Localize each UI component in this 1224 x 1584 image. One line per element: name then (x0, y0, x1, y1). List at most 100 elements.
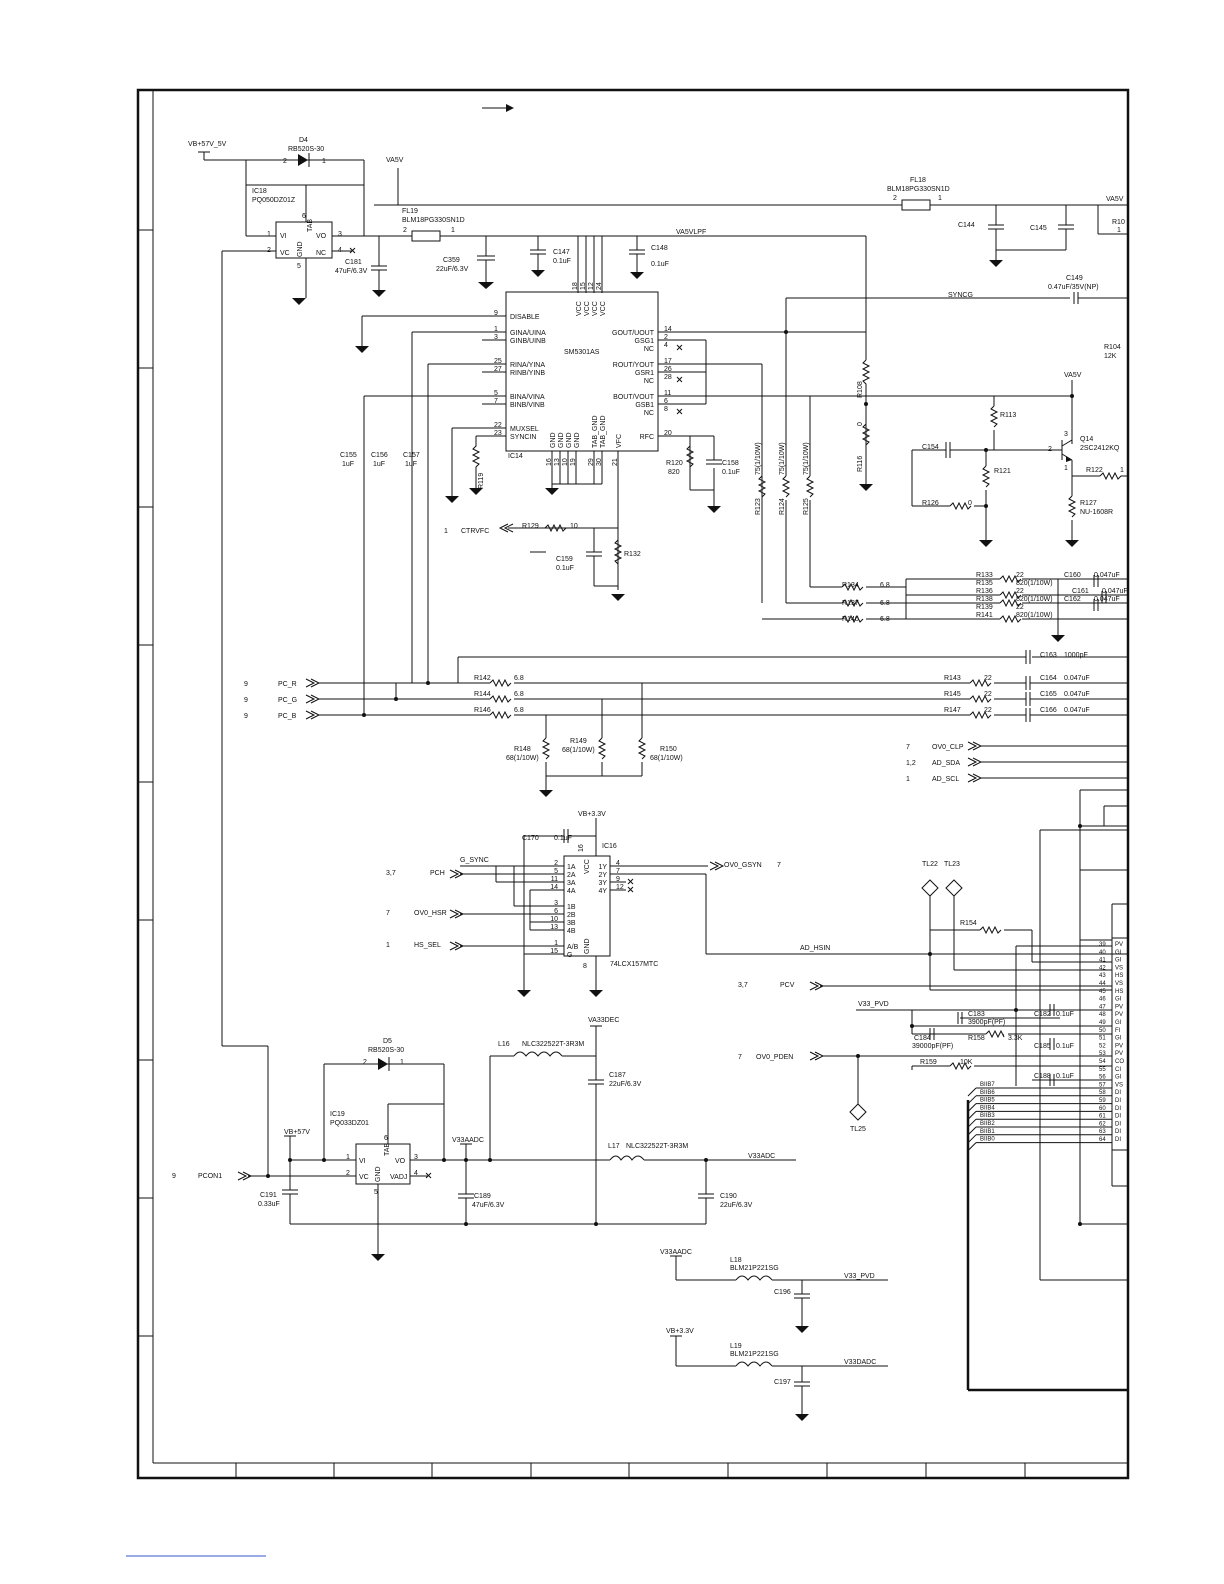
ic19-label: IC19 (330, 1111, 345, 1118)
ic18-pin-tab: TAB (307, 219, 314, 232)
ic14-pin-name: NC (644, 410, 654, 417)
c182-label: C182 (1034, 1011, 1051, 1018)
rgb-res-b-label: R141 (976, 612, 993, 619)
rgb-cap-value: 0.047uF (1102, 588, 1128, 595)
pc-res2-label: R145 (944, 691, 961, 698)
c148-label: C148 (651, 245, 668, 252)
rgb-res-a-label: R140 (842, 616, 859, 623)
pc-cap-label: C164 (1040, 675, 1057, 682)
frame (126, 88, 1130, 1557)
ic14-pin-number: 10 (562, 458, 569, 466)
c187-value: 22uF/6.3V (609, 1081, 642, 1088)
net-pcon1: PCON1 (198, 1173, 222, 1180)
ic14-pin-number: 22 (494, 422, 502, 429)
ic14-pin-name: GSB1 (635, 402, 654, 409)
ic14-pin-name: NC (644, 346, 654, 353)
c181-value: 47uF/6.3V (335, 268, 368, 275)
rgb-res-b-value: 820(1/10W) (1016, 596, 1053, 603)
power-5v-section: VB+57V_5V D4 RB520S-30 VA5V IC18 PQ050DZ… (188, 137, 1128, 1175)
d5-label: D5 (383, 1038, 392, 1045)
ic16-pin-number: 11 (551, 876, 558, 883)
ic19-pin-vc: VC (359, 1174, 369, 1181)
ic16-pin-name: 1A (567, 864, 576, 871)
pc-res2-icon (969, 710, 992, 720)
r158-label: R158 (968, 1035, 985, 1042)
c191-value: 0.33uF (258, 1201, 280, 1208)
ic14-pin-name: TAB_GND (592, 415, 599, 448)
c185-value: 0.1uF (1056, 1043, 1074, 1050)
c147-value: 0.1uF (553, 258, 571, 265)
adc-pin-number: 53 (1099, 1051, 1106, 1057)
signal-net-label: AD_SDA (932, 760, 960, 767)
ic14-pin-number: 29 (588, 458, 595, 466)
c190-value: 22uF/6.3V (720, 1202, 753, 1209)
net-v33-pvd: V33_PVD (858, 1001, 889, 1008)
signal-sheet-ref: 1 (906, 776, 910, 783)
ic14-pin-number: 13 (554, 458, 561, 466)
ic14-pin-name: GND (566, 432, 573, 448)
ic19-pin1: 1 (346, 1154, 350, 1161)
r150-label: R150 (660, 746, 677, 753)
l17-inductor-icon (609, 1155, 645, 1161)
pc-net-label: PC_B (278, 713, 297, 720)
adc-pin-number: 61 (1099, 1114, 1106, 1120)
rgb-cap-label: C161 (1072, 588, 1089, 595)
bus-entry (967, 1087, 977, 1097)
c181-label: C181 (345, 259, 362, 266)
ic16-pin-number: 12 (616, 884, 624, 891)
c156-label: C156 (371, 452, 388, 459)
adc-pin-number: 58 (1099, 1090, 1106, 1096)
ic14-pin-name: GINA/UINA (510, 330, 546, 337)
pc-sheet-ref: 9 (244, 681, 248, 688)
adc-pin-name: DI (1115, 1121, 1121, 1127)
rgb-res-icon (999, 574, 1022, 584)
net-ov0-gsyn: OV0_GSYN (724, 862, 762, 869)
bus-bit-label: BIIB5 (980, 1098, 995, 1104)
adc-pin-number: 47 (1099, 1004, 1106, 1010)
r150-value: 68(1/10W) (650, 755, 683, 762)
r148-value: 68(1/10W) (506, 755, 539, 762)
pc-res2-icon (969, 678, 992, 688)
l18-inductor-icon (735, 1275, 773, 1281)
ic14-pin-name: VCC (576, 301, 583, 316)
ic16-pin-name: 2Y (598, 872, 607, 879)
pc-res-label: R144 (474, 691, 491, 698)
ic14-pin-name: SYNCIN (510, 434, 536, 441)
ic14-pin-number: 24 (596, 282, 603, 290)
net-v33aadc: V33AADC (452, 1137, 484, 1144)
pc-connector-icon (305, 694, 321, 704)
adc-pin-number: 48 (1099, 1012, 1106, 1018)
adc-pin-name: PV (1115, 942, 1123, 948)
fl19-label: FL19 (402, 208, 418, 215)
adc-pin-name: GI (1115, 1075, 1122, 1081)
r126-value: 0 (968, 500, 972, 507)
ic16-pin-name: 2A (567, 872, 576, 879)
ic19-pin6: 6 (384, 1135, 388, 1142)
ic14-pin-name: VFC (616, 434, 623, 448)
r113-label: R113 (1000, 412, 1016, 419)
d4-label: D4 (299, 137, 308, 144)
q14-pin3: 3 (1064, 431, 1068, 438)
net-pch: PCH (430, 870, 445, 877)
ic16-part: 74LCX157MTC (610, 961, 658, 968)
ic14-pin-name: VCC (584, 301, 591, 316)
rgb-res-a-value: 6.8 (880, 582, 890, 589)
c191-label: C191 (260, 1192, 277, 1199)
sync-section: SYNCG C149 0.47uF/35V(NP) R104 12K VA5V … (784, 275, 1128, 547)
ic14-pin-number: 7 (494, 398, 498, 405)
r154-label: R154 (960, 920, 977, 927)
d4-part: RB520S-30 (288, 146, 324, 153)
c147-label: C147 (553, 249, 570, 256)
c196-label: C196 (774, 1289, 791, 1296)
adc-pin-name: VS (1115, 981, 1123, 987)
c359-label: C359 (443, 257, 460, 264)
ic14-pin-number: 4 (664, 342, 668, 349)
junction-dot (362, 713, 366, 717)
fl18-part: BLM18PG330SN1D (887, 186, 950, 193)
ic14-pin-name: GND (550, 432, 557, 448)
ic14-pin-number: 27 (494, 366, 502, 373)
adc-section: TL22 TL23 R154 AD_HSIN 3,7 PCV V33_PVD C… (738, 789, 1129, 1392)
